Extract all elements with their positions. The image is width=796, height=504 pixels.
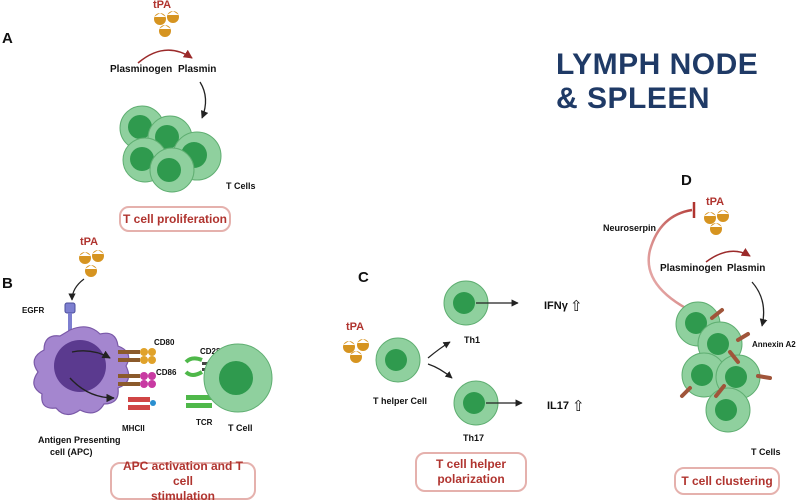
t-cell	[681, 352, 727, 398]
panel-c-th1-label: Th1	[464, 335, 480, 345]
panel-a-t-cells-label: T Cells	[226, 181, 256, 191]
panel-a-t-cell-cluster	[119, 105, 222, 193]
panel-d-t-cell-cluster	[675, 301, 761, 433]
panel-c-th1-cell	[443, 280, 489, 326]
panel-d-caption: T cell clustering	[674, 467, 780, 495]
panel-b-tpa-label: tPA	[80, 236, 98, 248]
panel-d-t-cells-label: T Cells	[751, 447, 781, 457]
panel-b-apc-line2: cell (APC)	[50, 447, 93, 457]
panel-c-ifn-label: IFNγ	[544, 300, 569, 312]
panel-b-tpa-molecules	[79, 250, 104, 277]
panel-b-cd28: CD28	[200, 347, 221, 356]
title-line-1: LYMPH NODE	[556, 48, 759, 81]
tcr-receptor	[186, 395, 212, 408]
cd80-receptor	[118, 348, 156, 364]
panel-d-letter: D	[681, 172, 692, 189]
title-line-2: & SPLEEN	[556, 82, 711, 115]
panel-c-helper-label: T helper Cell	[373, 396, 427, 406]
panel-b-caption-line2: stimulation	[150, 488, 215, 503]
t-cell	[705, 387, 751, 433]
panel-c-arrow-th17	[427, 363, 453, 379]
panel-c-caption-line2: polarization	[437, 472, 505, 486]
panel-b-tcr: TCR	[196, 418, 213, 427]
panel-b-t-cell	[203, 343, 273, 413]
panel-a-caption: T cell proliferation	[119, 206, 231, 232]
panel-d-plasmin: Plasmin	[727, 263, 765, 274]
panel-b-caption: APC activation and T cell stimulation	[110, 458, 256, 503]
panel-c-tpa-molecules	[343, 339, 369, 363]
panel-c-helper-cell	[375, 337, 421, 383]
panel-b-t-cell-label: T Cell	[228, 423, 253, 433]
panel-c: C tPA T helper Cell Th1 IFNγ ⇧ Th17 IL17…	[343, 269, 585, 443]
panel-d-neuroserpin: Neuroserpin	[603, 223, 656, 233]
panel-b-tpa-arrow	[68, 278, 85, 301]
panel-d-annexin: Annexin A2	[752, 340, 796, 349]
panel-a-conversion-arrow	[137, 49, 193, 64]
panel-c-letter: C	[358, 269, 369, 286]
panel-b-letter: B	[2, 275, 13, 292]
panel-c-il17-up: ⇧	[572, 398, 585, 415]
panel-c-il17-label: IL17	[547, 400, 569, 412]
panel-b-mhcii: MHCII	[122, 424, 145, 433]
apc-cell	[33, 326, 130, 416]
panel-c-tpa-label: tPA	[346, 321, 364, 333]
panel-b-apc-line1: Antigen Presenting	[38, 435, 121, 445]
cd86-receptor	[118, 372, 156, 388]
panel-d-caption-text: T cell clustering	[681, 473, 773, 488]
annexin-a2-marks	[680, 308, 772, 398]
page-title: LYMPH NODE & SPLEEN	[556, 48, 758, 116]
panel-c-arrow-th1	[427, 341, 451, 359]
panel-b: B tPA EGFR CD80	[2, 236, 273, 457]
egfr-receptor	[64, 302, 76, 331]
panel-c-th17-label: Th17	[463, 433, 484, 443]
panel-b-cd86: CD86	[156, 368, 177, 377]
panel-a: A tPA Plasminogen Plasmin T Cells	[2, 0, 256, 193]
panel-d: D tPA Neuroserpin Plasminogen Plasmin	[603, 172, 796, 457]
apc-internal-arrow-1	[71, 350, 111, 359]
panel-d-plasminogen: Plasminogen	[660, 263, 722, 274]
panel-d-tpa-molecules	[704, 210, 729, 235]
panel-b-egfr: EGFR	[22, 306, 44, 315]
panel-c-caption-line1: T cell helper	[435, 457, 507, 471]
t-cell	[149, 147, 195, 193]
panel-a-plasminogen: Plasminogen	[110, 64, 172, 75]
panel-b-caption-line1: APC activation and T cell	[122, 458, 244, 488]
panel-c-ifn-up: ⇧	[570, 298, 583, 315]
panel-d-down-arrow	[751, 281, 768, 327]
panel-c-caption: T cell helper polarization	[415, 452, 527, 492]
panel-a-tpa-molecules	[154, 11, 179, 37]
panel-a-tpa-label: tPA	[153, 0, 171, 11]
panel-d-conversion-arrow	[705, 247, 751, 263]
panel-b-cd80: CD80	[154, 338, 175, 347]
panel-d-tpa-label: tPA	[706, 196, 724, 208]
panel-a-down-arrow	[199, 81, 209, 119]
panel-a-caption-text: T cell proliferation	[122, 211, 227, 226]
panel-a-letter: A	[2, 30, 13, 47]
apc-internal-arrow-2	[69, 377, 115, 403]
panel-a-plasmin: Plasmin	[178, 64, 216, 75]
panel-d-inhibition-curve	[647, 208, 707, 320]
mhcii-receptor	[128, 397, 156, 410]
panel-c-th17-cell	[453, 380, 499, 426]
